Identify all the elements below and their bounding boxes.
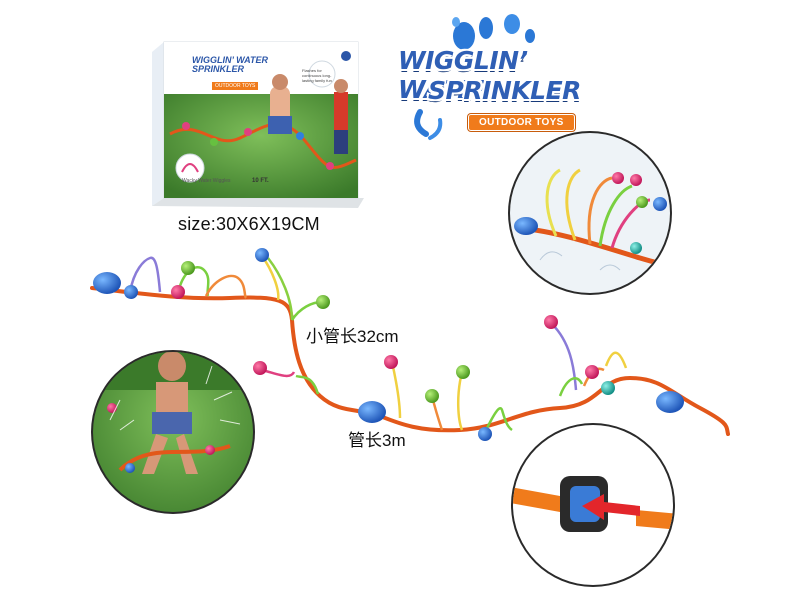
product-box	[152, 41, 364, 208]
size-label: size:30X6X19CM	[178, 214, 320, 234]
box-feature-label: Wacky Water Wiggles	[182, 178, 231, 184]
sprinkler-tubes	[93, 248, 684, 441]
garden-hose	[90, 286, 730, 436]
box-title-line-2: SPRINKLER	[192, 64, 245, 74]
box-side-note: Flashes for continuous long-lasting fami…	[302, 68, 332, 83]
kid-playing-photo	[91, 350, 255, 514]
small-tube-length-label: 小管长32cm	[306, 327, 399, 346]
logo-line-1: WIGGLIN’ WATER	[398, 46, 528, 104]
sprinkler-ball-detail	[508, 131, 672, 295]
tube-length-label: 管长3m	[348, 431, 406, 450]
logo-line-2: SPRINKLER	[428, 76, 581, 105]
hose-connector-detail	[511, 423, 675, 587]
box-badge: OUTDOOR TOYS	[212, 82, 259, 90]
box-length-label: 10 FT.	[252, 178, 269, 184]
water-splash-icon	[414, 14, 535, 140]
box-print: WIGGLIN’ WATER SPRINKLER OUTDOOR TOYS Wa…	[152, 38, 364, 208]
brand-logo: WIGGLIN’ WATER SPRINKLER OUTDOOR TOYS	[394, 20, 614, 132]
box-title: WIGGLIN’ WATER SPRINKLER	[192, 56, 268, 74]
logo-badge: OUTDOOR TOYS	[468, 114, 575, 131]
box-title-line-1: WIGGLIN’ WATER	[192, 55, 268, 65]
